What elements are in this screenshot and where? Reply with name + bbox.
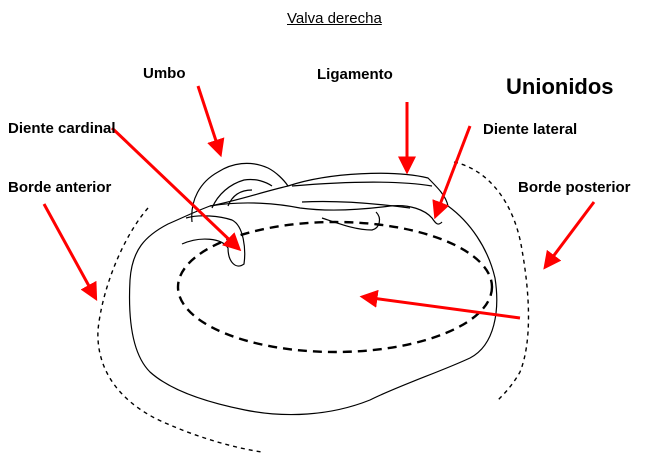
borde-anterior-arrow bbox=[44, 204, 95, 297]
label-ligamento: Ligamento bbox=[317, 66, 393, 83]
hinge-line bbox=[292, 182, 432, 186]
label-diente-cardinal: Diente cardinal bbox=[8, 120, 116, 137]
pallial-line-dashed bbox=[178, 222, 492, 352]
umbo-arrow bbox=[198, 86, 220, 153]
label-diente-lateral: Diente lateral bbox=[483, 121, 577, 138]
diagram-title: Valva derecha bbox=[287, 10, 382, 27]
hinge-plate-line bbox=[210, 203, 442, 224]
anterior-border-dashed bbox=[98, 208, 262, 452]
lateral-tooth-line bbox=[302, 201, 410, 208]
label-borde-posterior: Borde posterior bbox=[518, 179, 631, 196]
label-borde-anterior: Borde anterior bbox=[8, 179, 111, 196]
borde-posterior-arrow bbox=[546, 202, 594, 266]
diente-lateral-arrow bbox=[436, 126, 470, 215]
diagram-heading: Unionidos bbox=[506, 74, 614, 100]
label-umbo: Umbo bbox=[143, 65, 186, 82]
